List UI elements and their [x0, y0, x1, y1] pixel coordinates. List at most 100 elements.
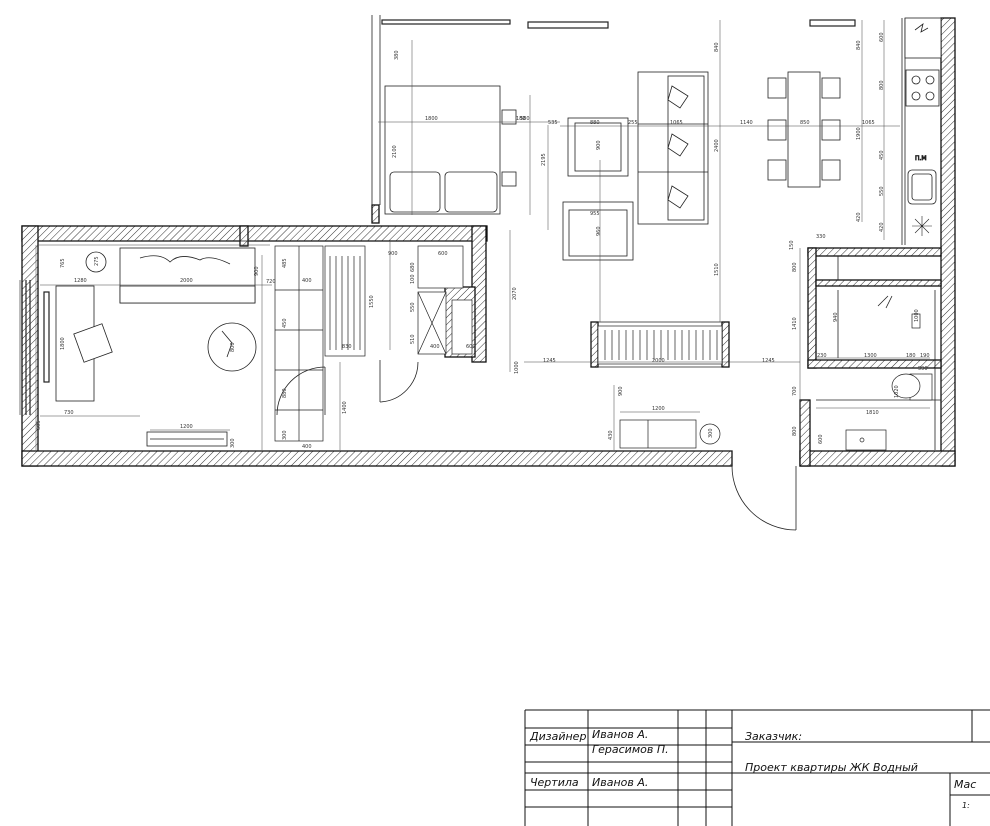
dim-bath-basin: 1810	[866, 410, 879, 416]
scale-value: 1:	[962, 801, 970, 810]
dim-bath-bottom: 600	[818, 434, 824, 444]
title-block-texts: Дизайнер Иванов А. Герасимов П. Чертила …	[529, 728, 976, 810]
client-label: Заказчик:	[745, 730, 802, 743]
dim-table-right: 420	[856, 212, 862, 222]
dim-corr-h3: 1410	[792, 317, 798, 330]
dim-bed-length: 2100	[392, 145, 398, 158]
designer-name-1: Иванов А.	[592, 728, 648, 741]
dim-bench-left: 1245	[543, 358, 556, 364]
dim-ward-w2: 600	[438, 251, 448, 257]
dim-kitchen-hob: 800	[879, 80, 885, 90]
dim-corr-h4: 940	[833, 312, 839, 322]
wall-top-right-room	[239, 225, 249, 247]
dim-ward-600: 600	[466, 344, 476, 350]
windows	[19, 19, 856, 415]
doors	[276, 295, 893, 531]
dim-shelf-400b: 400	[302, 444, 312, 450]
dim-bath-wc-h: 1020	[894, 385, 900, 398]
dim-room-round: 800	[230, 342, 236, 352]
sofa-main	[637, 71, 709, 225]
dim-corr-h1: 150	[789, 240, 795, 250]
wall-bath-left-lower	[799, 399, 811, 467]
dim-entry-800: 800	[792, 426, 798, 436]
dim-bath-w: 1300	[864, 353, 877, 359]
dim-bath-wc: 590	[918, 366, 928, 372]
dim-bath-w3: 190	[920, 353, 930, 359]
dim-corr-top-left: 330	[816, 234, 826, 240]
dim-ward-side4: 510	[410, 334, 416, 344]
dim-room-605: 605	[36, 420, 42, 430]
dim-table-right-top: 840	[856, 40, 862, 50]
dim-shelf-485: 485	[282, 258, 288, 268]
dim-bed-width: 1800	[425, 116, 438, 122]
dim-sofa-bottom: 1510	[714, 263, 720, 276]
wall-corridor-left	[807, 247, 817, 369]
scale-label: Мас	[954, 778, 976, 791]
wall-balcony-stub	[371, 204, 380, 224]
dim-ward-w: 900	[388, 251, 398, 257]
dim-bed-gap: 180	[516, 116, 526, 122]
drafter-name: Иванов А.	[592, 776, 648, 789]
dim-table-depth: 1065	[862, 120, 875, 126]
dim-chair-width: 880	[590, 120, 600, 126]
dim-bed-top: 380	[394, 50, 400, 60]
dim-table-width: 850	[800, 120, 810, 126]
dim-room-desk-left: 1280	[74, 278, 87, 284]
dim-room-desk: 1800	[60, 337, 66, 350]
dim-bath-w2: 180	[906, 353, 916, 359]
designer-name-2: Герасимов П.	[592, 743, 669, 756]
dim-sofa-length: 2400	[714, 139, 720, 152]
wall-bath-bottom	[807, 359, 942, 369]
dim-sofa-width: 1065	[670, 120, 683, 126]
dim-room-tv-h: 300	[230, 438, 236, 448]
dim-shelf-450: 450	[282, 318, 288, 328]
dim-corr-w: 230	[817, 353, 827, 359]
designer-label: Дизайнер	[529, 730, 586, 743]
dim-chair-gap: 535	[548, 120, 558, 126]
bed	[384, 85, 517, 215]
kitchen-label-pm: П.М	[915, 155, 927, 162]
drafter-label: Чертила	[530, 776, 579, 789]
left-room-furniture	[55, 247, 257, 447]
dim-bed-depth: 2195	[541, 153, 547, 166]
wall-bath-mid	[815, 279, 942, 287]
dim-hall-depth: 2070	[512, 287, 518, 300]
kitchen-units: П.М	[904, 17, 942, 236]
dim-entry-700: 700	[792, 386, 798, 396]
dim-room-900: 900	[254, 266, 260, 276]
dim-room-tv: 1200	[180, 424, 193, 430]
wall-right	[940, 17, 956, 467]
dim-kitchen-top: 600	[879, 32, 885, 42]
partition-bench-right	[721, 321, 730, 368]
dim-room-730: 730	[64, 410, 74, 416]
dim-door-880: 880	[282, 388, 288, 398]
bath-fixtures	[845, 313, 933, 451]
dim-sofa2-width: 1200	[652, 406, 665, 412]
dim-nightstand: 580	[520, 116, 530, 122]
shelving	[274, 245, 324, 442]
dim-corr-h2: 800	[792, 262, 798, 272]
walls	[21, 17, 956, 467]
dining-table	[767, 71, 841, 188]
dim-bench-width: 2000	[652, 358, 665, 364]
dim-armchair-width: 955	[590, 211, 600, 217]
dim-door-h: 1400	[342, 401, 348, 414]
dim-room-765: 765	[60, 258, 66, 268]
dim-bench-right: 1245	[762, 358, 775, 364]
dim-chair-right: 255	[628, 120, 638, 126]
dim-ward-side: 680	[410, 262, 416, 272]
dim-hall-w: 1000	[514, 361, 520, 374]
dim-shelf-300: 300	[282, 430, 288, 440]
dim-sofa-gap-top: 840	[714, 42, 720, 52]
dim-kitchen-mid: 450	[879, 150, 885, 160]
dim-ward-h: 830	[342, 344, 352, 350]
wall-corridor-top	[807, 247, 942, 257]
project-name: Проект квартиры ЖК Водный	[745, 761, 918, 774]
dim-table-length: 1900	[856, 127, 862, 140]
wardrobe	[324, 245, 473, 357]
dim-ward-side2: 100	[410, 274, 416, 284]
dim-table-gap-left: 1140	[740, 120, 753, 126]
dim-room-720: 720	[266, 279, 276, 285]
partition-bench-left	[590, 321, 599, 368]
